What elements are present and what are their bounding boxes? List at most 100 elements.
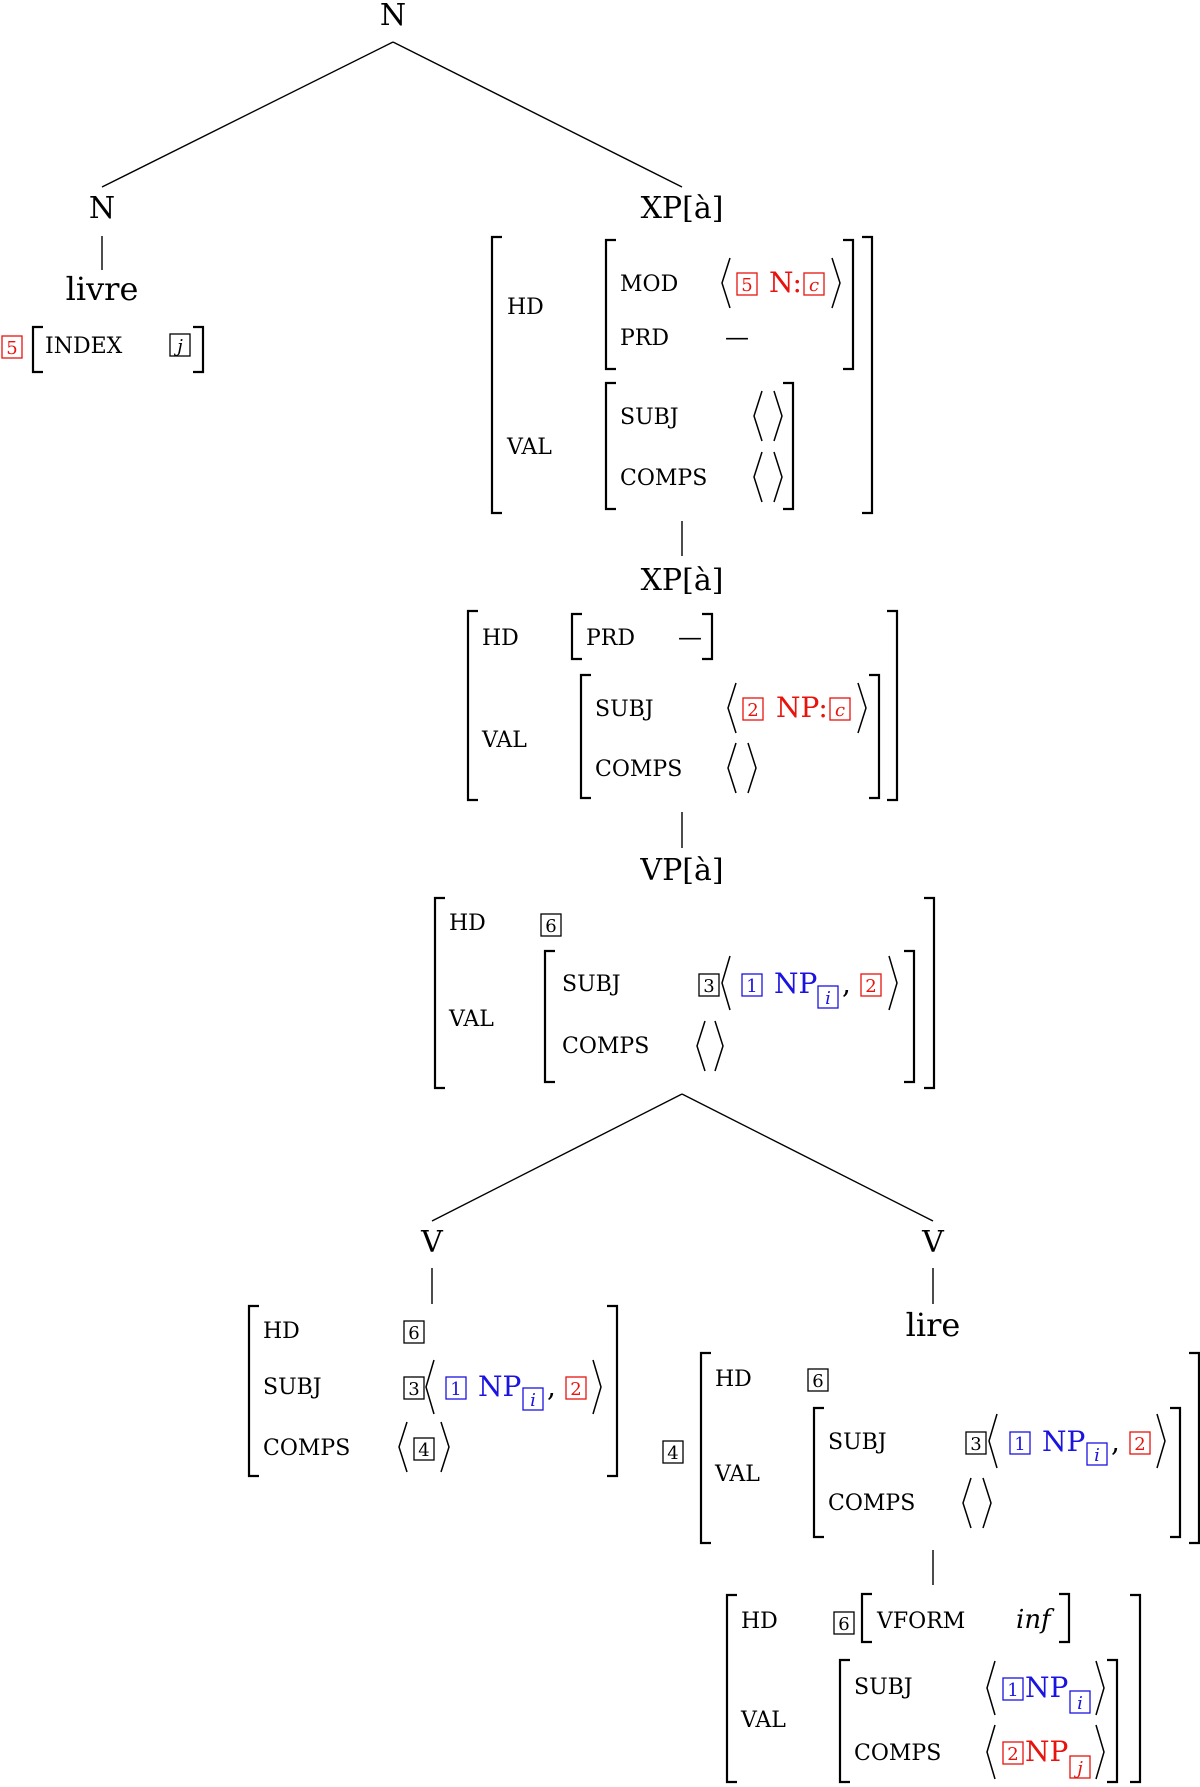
subj-list-close-angle [888,955,898,1011]
prd-attr: PRD [620,326,669,351]
comps-list-open-angle [398,1421,408,1473]
lex-hd-avm-right-bracket [1059,1592,1071,1644]
xp-mid-val-avm-right-bracket [869,673,881,800]
comps-attr: COMPS [263,1436,350,1461]
hd-tag: 6 [838,1614,849,1635]
comps-tag: 4 [418,1440,429,1461]
subj-np-index: i [1094,1445,1100,1466]
v-right-val-avm-right-bracket [1170,1406,1182,1539]
hd-tag: 6 [812,1371,823,1392]
comps-list-close-angle [714,1020,724,1072]
livre-tag-box [1,335,23,359]
comps-np-index-box [1069,1755,1091,1779]
hd-attr: HD [715,1367,752,1392]
v-right-avm-right-bracket [1189,1351,1200,1545]
subj-tag: 3 [408,1379,419,1400]
vp-val-avm-right-bracket [904,949,916,1084]
branch-root-n [101,41,394,188]
xp-mid-label: XP[à] [641,563,724,598]
hd-attr: HD [263,1319,300,1344]
comps-tag-box [1002,1741,1024,1765]
xp-top-val-avm-right-bracket [783,381,795,511]
subj-list-close-angle [1156,1413,1166,1469]
mod-tag-box [736,272,758,296]
word-livre: livre [66,270,139,308]
comma: , [547,1370,556,1403]
prd-attr: PRD [586,626,635,651]
subj-tag: 3 [703,976,714,997]
lex-avm-left-bracket [725,1593,737,1784]
v-right-avm-left-bracket [699,1351,711,1545]
hd-tag: 6 [408,1323,419,1344]
subj-list-close-angle [592,1359,602,1415]
subj-tag: 2 [747,700,758,721]
index-value-box [169,333,191,357]
subj-np-index-box [1086,1442,1108,1466]
xp-top-val-avm-left-bracket [604,381,616,511]
comps-attr: COMPS [854,1741,941,1766]
tree-branches [101,41,934,1585]
subj-list-open-angle [986,1660,996,1716]
subj-attr: SUBJ [854,1675,913,1700]
subj-list-open-angle [988,1413,998,1469]
subj-list-open-angle [727,682,737,734]
subj-list-close-angle [773,390,783,442]
comps-list-close-angle [747,742,757,794]
subj-np: NP [478,1370,521,1403]
subj-np: NP [774,967,817,1000]
hd-tag-box [540,913,562,937]
hd-attr: HD [449,911,486,936]
comps-attr: COMPS [562,1034,649,1059]
lex-val-avm-left-bracket [838,1658,850,1784]
subj-tag-box [698,973,720,997]
hd-tag-box [833,1611,855,1635]
xp-mid-val-avm-left-bracket [579,673,591,800]
val-attr: VAL [448,1007,494,1032]
livre-avm-left-bracket [31,325,43,374]
comps-list-close-angle [440,1421,450,1473]
hd-tag: 6 [545,916,556,937]
subj-tag: 1 [1007,1680,1018,1701]
comps-list-open-angle [727,742,737,794]
hd-attr: HD [482,626,519,651]
subj-index: c [835,700,845,721]
comps-list-open-angle [753,451,763,503]
comps-np-index: j [1073,1758,1083,1779]
comps-list-open-angle [962,1477,972,1529]
subj-tag-box [742,697,764,721]
word-lire: lire [906,1306,961,1344]
comps-list-close-angle [1095,1724,1105,1780]
hd-tag-box [807,1368,829,1392]
hd-attr: HD [507,295,544,320]
subj-np-index-box [817,985,839,1009]
mod-list-close-angle [831,257,841,309]
hd-attr: HD [741,1609,778,1634]
mod-attr: MOD [620,272,678,297]
livre-avm-right-bracket [193,325,205,374]
subj-np-index-box [522,1387,544,1411]
comma: , [842,967,851,1000]
comps-list-close-angle [773,451,783,503]
branch-vp-vright [681,1093,934,1222]
xp-top-label: XP[à] [641,191,724,226]
subj-tag: 3 [970,1434,981,1455]
subj-list-open-angle [753,390,763,442]
subj-tag-2-box [860,973,882,997]
subj-index-box [829,697,851,721]
v-left-avm-left-bracket [247,1304,259,1478]
subj-attr: SUBJ [828,1430,887,1455]
lex-avm-right-bracket [1130,1593,1142,1784]
val-attr: VAL [481,728,527,753]
root-label: N [380,0,406,33]
v-right-label: V [921,1225,945,1260]
xp-top-avm-left-bracket [490,235,502,515]
v-left-label: V [420,1225,444,1260]
comps-tag-box [413,1437,435,1461]
subj-np-index: i [1077,1693,1083,1714]
subj-np: NP [1025,1671,1068,1704]
outer-tag-box [662,1440,684,1464]
xp-mid-hd-avm-right-bracket [702,612,714,661]
mod-index: c [809,275,819,296]
subj-tag-1: 1 [746,976,757,997]
xp-mid-avm-left-bracket [466,609,478,802]
